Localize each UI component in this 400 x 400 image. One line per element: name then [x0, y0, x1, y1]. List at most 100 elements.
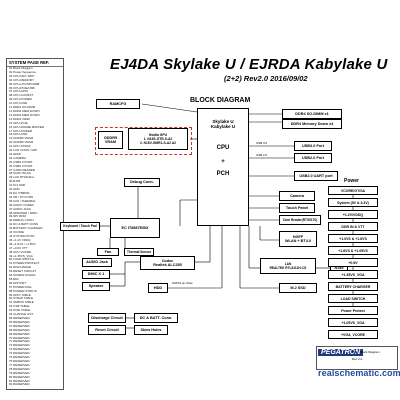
power-rail-box: +1.8VS & +1.05VS [328, 246, 378, 255]
page-index-row: 44 SYSTEM 5V/3V [9, 233, 35, 238]
page-index-row: 69 RESERVED [9, 331, 30, 336]
title-block [316, 346, 398, 370]
page-index-row: 79 RESERVED [9, 370, 30, 375]
page-index-row: 70 RESERVED [9, 335, 30, 340]
page-index-row: 68 RESERVED [9, 327, 30, 332]
page-index-row: 03 CPU-DDI / EDP [9, 73, 35, 78]
dmic-box: DMIC X 1 [82, 270, 110, 279]
page-index-row: 59 GPIO TABLE [9, 292, 31, 297]
page-index-row: 80 RESERVED [9, 374, 30, 379]
page-index-row: 32 HDD [9, 187, 20, 192]
page-index-row: 31 M.2 SSD [9, 183, 26, 188]
page-index-row: 33 EC IT8987E [9, 191, 30, 195]
keyboard-touchpad-box: Keyboard / Touch Pad [60, 222, 100, 231]
page-index-row: 49 +1.35VS_VGA [9, 253, 33, 258]
page-index-row: 41 DC & BATT CONN [9, 222, 39, 227]
page-index-row: 45 +1.2V VDDQ [9, 237, 31, 242]
ddr4-sodimm-box: DDR4 SO-DIMM x1 [282, 109, 342, 119]
watermark-text: realschematic.com [318, 368, 400, 378]
discharge-circuit-box: Discharge Circuit [88, 313, 126, 323]
page-index-row: 52 DISCHARGE [9, 265, 32, 270]
page-index-row: 13 DDR4 MEM DOWN [9, 112, 40, 117]
page-index-row: 30 RJ45 [9, 179, 21, 184]
page-index-row: 43 VCORE [9, 230, 24, 235]
page-index-row: 04 CPU-MEMORY [9, 77, 34, 82]
usb30-port-box: USB3.0 Port [294, 141, 332, 151]
cpu-name-skylake: Skylake U [212, 119, 234, 124]
page-index-row: 18 GPU-GND [9, 132, 28, 137]
page-index-row: 05 CPU-LPC/SPI/SMB [9, 81, 40, 86]
page-index-row: 50 LOAD SWITCH [9, 257, 35, 262]
page-index-row: 74 RESERVED [9, 351, 30, 356]
debug-conn-box: Debug Conn. [124, 178, 160, 187]
page-index-row: 06 CPU-PCIE/USB [9, 85, 35, 90]
page-index-row: 21 GPU-STRAP [9, 144, 31, 149]
nvidia-gpu-box: Nvidia GPU 1. N16S-GTR-S-A2 2. N16V-GMR1… [128, 128, 188, 150]
page-index-row: 66 RESERVED [9, 319, 30, 324]
page-index-row: 36 AUDIO CODEC [9, 202, 35, 207]
page-index-row: 54 SCREW HOLES [9, 273, 36, 278]
card-reader-box: Card Reader(RTS5170) [279, 215, 321, 225]
power-rail-box: +VGA_VCORE [328, 330, 378, 339]
skew-holes-box: Skew Holes [134, 325, 168, 335]
page-index-row: 39 SPI ROM [9, 214, 26, 219]
page-index-row: 78 RESERVED [9, 366, 30, 371]
m2-ssd-box: M.2 SSD [279, 283, 317, 293]
page-index-row: 23 HDMI [9, 151, 21, 156]
audio-jack-box: AUDIO Jack [82, 258, 112, 267]
page-index-row: 22 LCD CONN / eDP [9, 148, 38, 153]
page-index-row: 77 RESERVED [9, 362, 30, 367]
camera-box: Camera [279, 191, 315, 201]
page-index-row: 75 RESERVED [9, 355, 30, 360]
touch-panel-box: Touch Panel [279, 203, 315, 213]
dc-batt-conn-box: DC & BATT. Conn. [134, 313, 178, 323]
page-index-row: 73 RESERVED [9, 347, 30, 352]
page-index-row: 29 LAN RTL8111H [9, 175, 34, 180]
page-index-row: 28 NGFF WLAN [9, 171, 31, 176]
page-index-row: 12 DDR4 MEM DOWN [9, 108, 40, 113]
page-index-row: 46 +1.0VS / +1.8VS [9, 241, 36, 246]
page-index-row: 08 CPU-CLK/RST [9, 93, 34, 98]
diagram-subtitle: (2+2) Rev2.0 2016/09/02 [224, 74, 308, 83]
gddr5-vram-box: GDDR5 VRAM [98, 131, 123, 149]
power-rail-box: System (5V & 3.3V) [328, 198, 378, 207]
page-index-row: 81 RESERVED [9, 378, 30, 383]
block-diagram-heading: BLOCK DIAGRAM [190, 97, 251, 104]
page-index-row: 27 CARD READER [9, 167, 36, 172]
thermal-sensor-box: Thermal Sensor [124, 248, 154, 256]
page-index-row: 19 GDDR5 VRAM [9, 136, 34, 141]
page-index-row: 57 POWER RAIL [9, 284, 33, 289]
power-rail-box: +1.0VS & +1.8VS [328, 234, 378, 243]
page-index-row: 48 GPU VCORE [9, 249, 32, 254]
cpu-name-kabylake: Kabylake U [210, 124, 236, 129]
page-index-row: 58 POWER STATUS [9, 288, 37, 293]
page-index-row: 15 GPU-PCIE [9, 120, 28, 125]
page-index-row: 53 RESET CIRCUIT [9, 269, 37, 274]
page-index-row: 65 RESERVED [9, 316, 30, 320]
power-rail-box: +0.6V [328, 258, 378, 267]
page-index-row: 76 RESERVED [9, 358, 30, 363]
power-rail-box: LOAD SWITCH [328, 294, 378, 303]
page-index-row: 82 RESERVED [9, 382, 30, 387]
power-rail-box: Power Protect [328, 306, 378, 315]
page-index-row: 60 STRAP TABLE [9, 296, 34, 301]
reset-circuit-box: Reset Circuit [88, 325, 126, 335]
page-index-row: 35 FAN / THERMAL [9, 198, 36, 203]
usb20-port-box: USB2.0 Port [294, 153, 332, 163]
page-index-row: 67 RESERVED [9, 323, 30, 328]
speaker-box: Speaker [82, 282, 110, 291]
page-index-header: SYSTEM PAGE REF. [7, 59, 63, 67]
ec-chip-box: EC IT8987E/BX [110, 218, 160, 238]
page-index-row: 37 AUDIO JACK [9, 206, 32, 211]
page-index-row: 16 GPU-FRAME BUFFER [9, 124, 45, 129]
page-index-row: 42 BATTERY CHARGER [9, 226, 43, 231]
page-index-row: 34 KB / TP CONN [9, 194, 34, 199]
page-index-row: 47 +0.6V VTT [9, 245, 28, 250]
page-index-row: 25 USB3.0 PORT [9, 159, 33, 164]
page-index-row: 17 GPU-POWER [9, 128, 33, 133]
power-heading: Power [344, 178, 360, 184]
page-index-row: 71 RESERVED [9, 339, 30, 344]
ram-config-box: RAMCFG [96, 99, 140, 109]
page-index-row: 01 Block Diagram [9, 66, 33, 70]
page-index-row: 56 HISTORY [9, 280, 27, 285]
